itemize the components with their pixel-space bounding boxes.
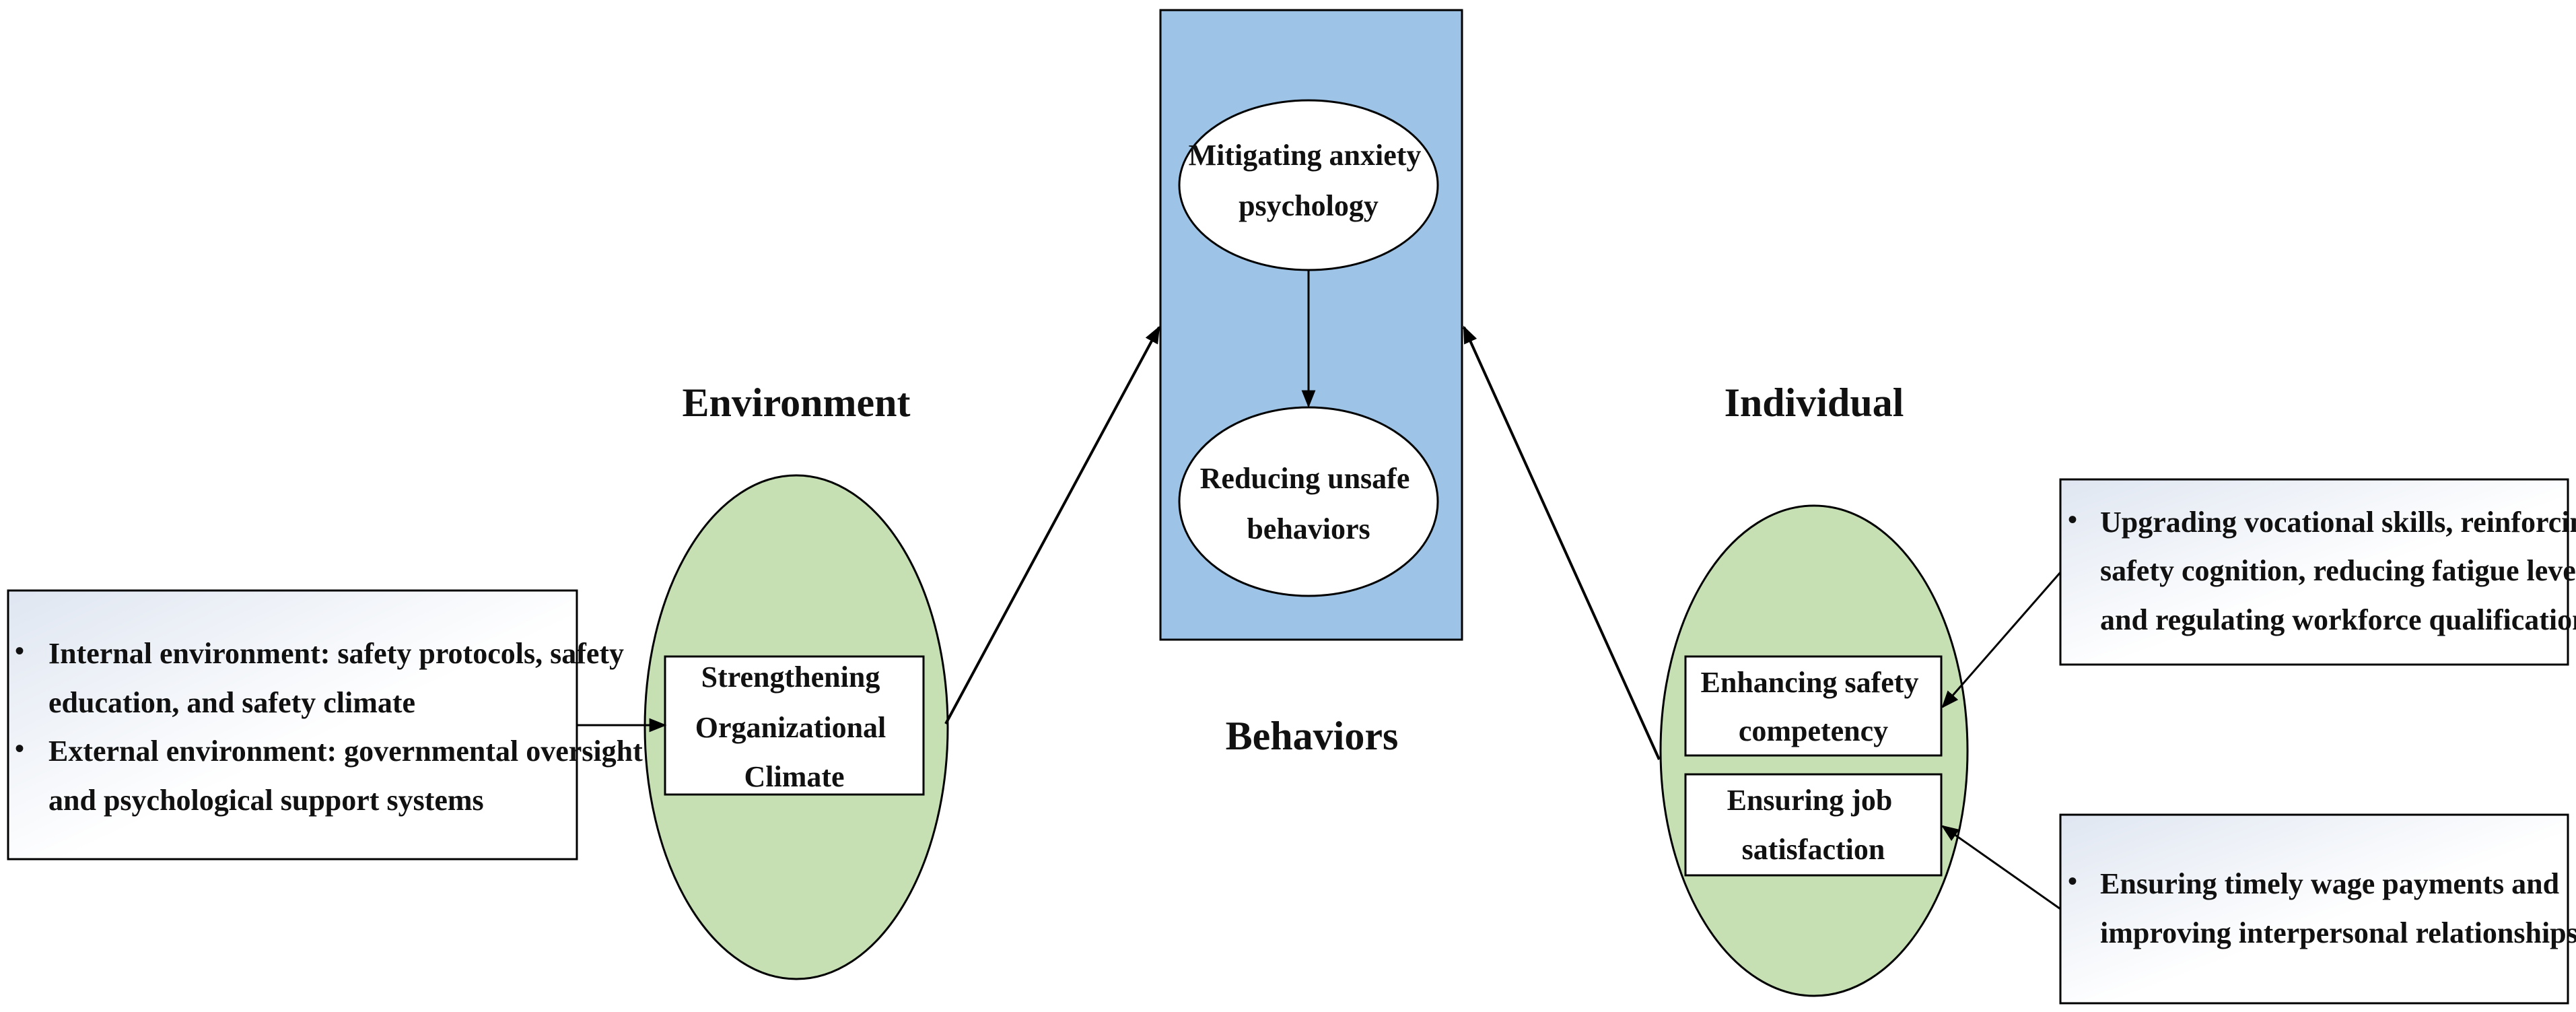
environment-to-behaviors-arrow: [944, 325, 1160, 724]
skills-to-competency-arrow: [1941, 572, 2062, 708]
climate-node-label: Strengthening Organizational Climate: [695, 661, 894, 793]
satisfaction-node-label: Ensuring job satisfaction: [1727, 784, 1900, 866]
skills-bullet-list: • Upgrading vocational skills, reinforci…: [2068, 504, 2576, 636]
wages-bullet-list: • Ensuring timely wage payments and impr…: [2068, 866, 2576, 949]
bullet-icon: •: [15, 733, 24, 764]
environment-bullet-internal: Internal environment: safety protocols, …: [48, 637, 631, 719]
behaviors-heading: Behaviors: [1226, 714, 1399, 758]
environment-heading: Environment: [683, 380, 911, 425]
unsafe-behaviors-node: [1178, 406, 1439, 597]
individual-to-behaviors-arrow: [1463, 325, 1661, 760]
bullet-icon: •: [15, 636, 24, 666]
environment-bullet-list: • Internal environment: safety protocols…: [15, 636, 650, 817]
environment-bullet-external: External environment: governmental overs…: [48, 735, 650, 817]
competency-node-label: Enhancing safety competency: [1701, 666, 1926, 747]
wages-info-box: [2059, 813, 2569, 1005]
anxiety-node: [1178, 99, 1439, 271]
climate-node: [664, 655, 925, 796]
wages-to-satisfaction-arrow: [1941, 825, 2061, 910]
anxiety-node-label: Mitigating anxiety psychology: [1189, 139, 1429, 222]
bullet-icon: •: [2068, 504, 2077, 535]
competency-node: [1684, 655, 1943, 757]
skills-info-box: [2059, 478, 2569, 666]
individual-heading: Individual: [1725, 380, 1904, 425]
environment-info-box: [7, 589, 578, 861]
unsafe-behaviors-node-label: Reducing unsafe behaviors: [1200, 462, 1418, 545]
bullet-icon: •: [2068, 866, 2077, 896]
wages-bullet: Ensuring timely wage payments and improv…: [2100, 867, 2576, 949]
satisfaction-node: [1684, 773, 1943, 877]
skills-bullet: Upgrading vocational skills, reinforcing…: [2100, 506, 2576, 636]
